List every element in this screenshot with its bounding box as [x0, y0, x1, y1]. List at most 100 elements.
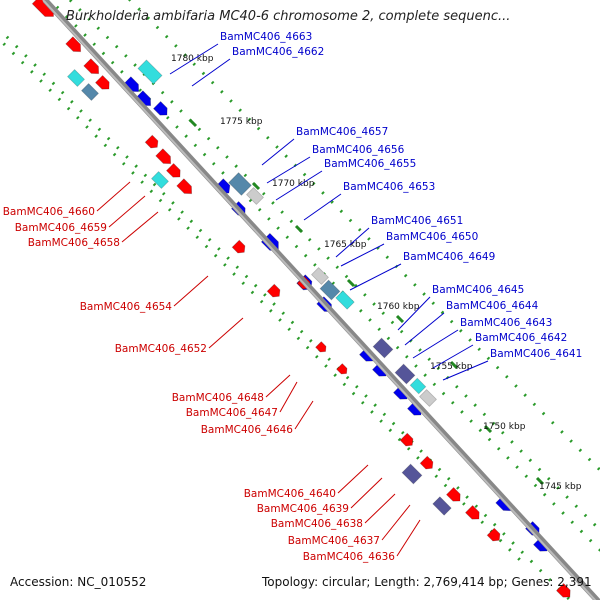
reverse-label-leader	[96, 181, 131, 212]
scale-label: 1755 kbp	[430, 362, 473, 372]
annotated-feature-box[interactable]	[137, 59, 163, 85]
forward-gene-label[interactable]: BamMC406_4663	[220, 31, 312, 43]
annotated-feature-box[interactable]	[432, 496, 452, 516]
reverse-gene-label[interactable]: BamMC406_4639	[257, 503, 349, 515]
scale-label: 1765 kbp	[324, 240, 367, 250]
forward-gene-label[interactable]: BamMC406_4655	[324, 158, 416, 170]
dotted-guide-line	[0, 37, 522, 562]
reverse-gene-label[interactable]: BamMC406_4652	[115, 343, 207, 355]
annotated-feature-box[interactable]	[310, 266, 330, 286]
genome-backbone	[42, 0, 600, 604]
reverse-label-leader	[265, 374, 291, 398]
reverse-gene-label[interactable]: BamMC406_4646	[201, 424, 294, 436]
annotated-feature-box[interactable]	[319, 279, 341, 301]
reverse-label-leader	[364, 493, 396, 524]
reverse-gene-label[interactable]: BamMC406_4648	[172, 392, 264, 404]
annotated-feature-box[interactable]	[335, 290, 355, 310]
reverse-gene-arrow[interactable]	[486, 527, 503, 544]
annotated-feature-box[interactable]	[80, 82, 100, 102]
forward-gene-label[interactable]: BamMC406_4653	[343, 181, 435, 193]
reverse-gene-label[interactable]: BamMC406_4660	[3, 206, 95, 218]
reverse-label-leader	[350, 477, 383, 509]
reverse-gene-label[interactable]: BamMC406_4640	[244, 488, 336, 500]
reverse-gene-arrow[interactable]	[399, 432, 416, 449]
reverse-gene-arrow[interactable]	[65, 36, 84, 55]
scale-tick-mark	[346, 278, 356, 288]
forward-gene-label[interactable]: BamMC406_4642	[475, 332, 567, 344]
reverse-gene-label[interactable]: BamMC406_4638	[271, 518, 363, 530]
annotated-feature-box[interactable]	[418, 388, 438, 408]
scale-tick-mark	[483, 424, 493, 434]
forward-gene-label[interactable]: BamMC406_4641	[490, 348, 582, 360]
reverse-gene-arrow[interactable]	[419, 455, 436, 472]
forward-label-leader	[412, 329, 459, 359]
reverse-label-leader	[208, 317, 244, 349]
reverse-label-leader	[337, 464, 369, 494]
annotated-feature-box[interactable]	[228, 172, 252, 196]
forward-gene-label[interactable]: BamMC406_4645	[432, 284, 524, 296]
scale-tick-mark	[449, 360, 459, 370]
scale-tick-mark	[188, 118, 198, 128]
genome-backbone-highlight	[42, 0, 600, 604]
scale-label: 1780 kbp	[171, 54, 214, 64]
reverse-gene-arrow[interactable]	[144, 134, 161, 151]
reverse-gene-arrow[interactable]	[266, 283, 283, 300]
forward-label-leader	[266, 156, 311, 184]
scale-tick-mark	[395, 314, 405, 324]
reverse-gene-arrow[interactable]	[315, 341, 329, 355]
reverse-gene-arrow[interactable]	[445, 486, 464, 505]
reverse-gene-label[interactable]: BamMC406_4658	[28, 237, 120, 249]
forward-label-leader	[169, 43, 219, 75]
scale-label: 1770 kbp	[272, 179, 315, 189]
reverse-gene-label[interactable]: BamMC406_4647	[186, 407, 278, 419]
forward-label-leader	[349, 263, 402, 291]
forward-gene-label[interactable]: BamMC406_4649	[403, 251, 495, 263]
annotated-feature-box[interactable]	[245, 186, 265, 206]
forward-gene-label[interactable]: BamMC406_4651	[371, 215, 463, 227]
map-title: Burkholderia ambifaria MC40-6 chromosome…	[66, 9, 511, 24]
reverse-gene-arrow[interactable]	[155, 148, 174, 167]
forward-label-leader	[261, 138, 295, 166]
annotated-feature-box[interactable]	[409, 377, 427, 395]
annotated-feature-box[interactable]	[150, 170, 170, 190]
reverse-gene-arrow[interactable]	[231, 239, 248, 256]
annotated-feature-box[interactable]	[394, 363, 416, 385]
forward-gene-label[interactable]: BamMC406_4657	[296, 126, 388, 138]
annotated-feature-box[interactable]	[401, 463, 423, 485]
forward-label-leader	[442, 360, 489, 381]
reverse-gene-label[interactable]: BamMC406_4654	[80, 301, 173, 313]
topology-text: Topology: circular; Length: 2,769,414 bp…	[262, 575, 592, 589]
reverse-gene-arrow[interactable]	[336, 363, 350, 377]
forward-label-leader	[275, 170, 323, 201]
forward-gene-arrow[interactable]	[152, 100, 171, 119]
reverse-gene-label[interactable]: BamMC406_4636	[303, 551, 396, 563]
forward-gene-label[interactable]: BamMC406_4656	[312, 144, 405, 156]
reverse-label-leader	[121, 211, 159, 243]
reverse-label-leader	[279, 381, 298, 413]
reverse-gene-arrow[interactable]	[464, 504, 483, 523]
reverse-gene-arrow[interactable]	[94, 74, 113, 93]
forward-gene-label[interactable]: BamMC406_4644	[446, 300, 539, 312]
reverse-label-leader	[396, 519, 421, 557]
scale-label: 1745 kbp	[539, 482, 582, 492]
reverse-label-leader	[381, 504, 411, 541]
forward-gene-label[interactable]: BamMC406_4662	[232, 46, 324, 58]
reverse-gene-arrow[interactable]	[555, 582, 574, 600]
reverse-gene-label[interactable]: BamMC406_4637	[288, 535, 380, 547]
scale-label: 1750 kbp	[483, 422, 526, 432]
forward-label-leader	[432, 344, 474, 369]
reverse-gene-arrow[interactable]	[83, 58, 102, 77]
reverse-gene-arrow[interactable]	[165, 162, 184, 181]
forward-gene-label[interactable]: BamMC406_4643	[460, 317, 552, 329]
dotted-guide-line	[127, 0, 600, 473]
reverse-label-leader	[173, 275, 209, 307]
annotated-feature-box[interactable]	[66, 68, 86, 88]
scale-tick-mark	[535, 476, 545, 486]
forward-gene-label[interactable]: BamMC406_4650	[386, 231, 478, 243]
reverse-gene-arrow[interactable]	[176, 178, 195, 197]
reverse-gene-label[interactable]: BamMC406_4659	[15, 222, 107, 234]
annotated-feature-box[interactable]	[372, 337, 394, 359]
